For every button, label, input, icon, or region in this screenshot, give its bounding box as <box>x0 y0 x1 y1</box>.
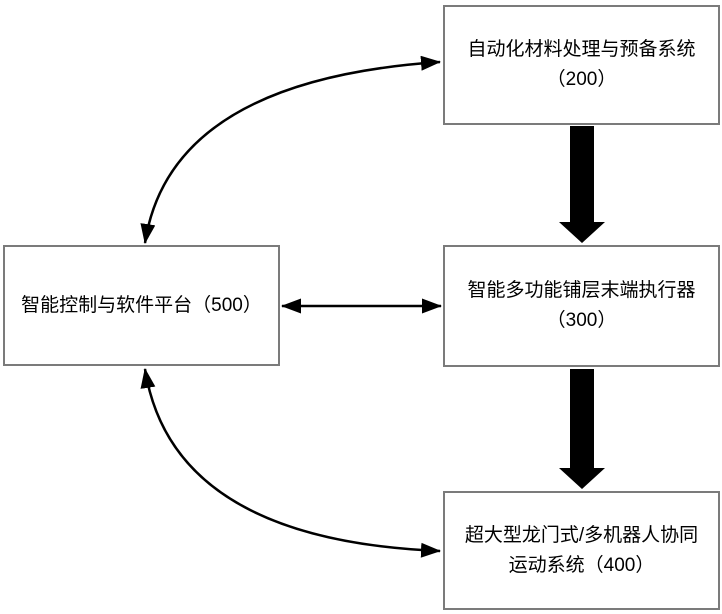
box-material-system-number: （200） <box>546 69 617 90</box>
arrow-effector-gantry-thick <box>559 369 605 489</box>
box-layup-end-effector-label: 智能多功能铺层末端执行器 <box>467 280 696 301</box>
box-layup-end-effector: 智能多功能铺层末端执行器 （300） <box>443 245 720 367</box>
arrow-platform-gantry <box>140 368 441 558</box>
box-control-platform: 智能控制与软件平台（500） <box>3 245 280 366</box>
box-material-system-label: 自动化材料处理与预备系统 <box>467 39 696 60</box>
box-gantry-motion-system-label: 超大型龙门式/多机器人协同 <box>464 524 699 546</box>
box-gantry-motion-system: 超大型龙门式/多机器人协同 运动系统（400） <box>443 491 720 610</box>
box-layup-end-effector-number: （300） <box>546 310 617 331</box>
box-control-platform-label: 智能控制与软件平台（500） <box>21 294 262 316</box>
arrow-material-effector-thick <box>559 126 605 243</box>
arrow-platform-material <box>140 55 441 244</box>
box-material-system: 自动化材料处理与预备系统 （200） <box>443 5 720 125</box>
box-gantry-motion-system-number: 运动系统（400） <box>508 554 655 576</box>
